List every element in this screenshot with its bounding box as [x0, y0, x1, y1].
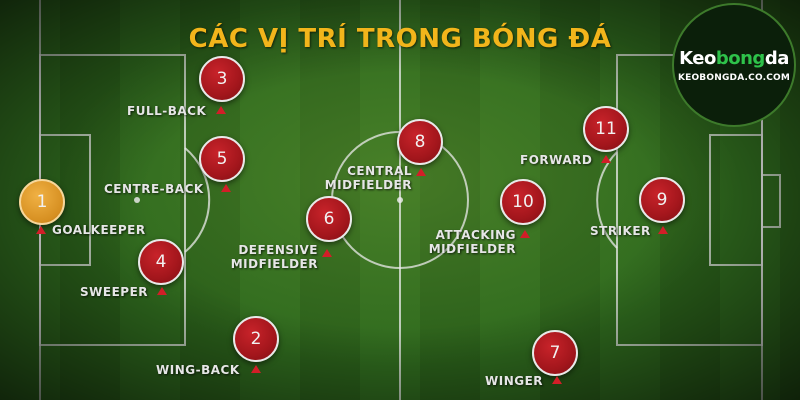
position-marker-8 [416, 168, 426, 176]
position-label-defensive-midfielder: DEFENSIVE MIDFIELDER [222, 243, 318, 271]
label-line-1: DEFENSIVE [238, 243, 318, 257]
position-badge-8: 8 [397, 119, 443, 165]
position-label-winger: WINGER [485, 374, 544, 388]
position-marker-1 [36, 226, 46, 234]
position-label-sweeper: SWEEPER [80, 285, 149, 299]
position-badge-6: 6 [306, 196, 352, 242]
right-goal [761, 174, 781, 228]
position-marker-6 [322, 249, 332, 257]
position-badge-4: 4 [138, 239, 184, 285]
position-marker-4 [157, 287, 167, 295]
position-badge-7: 7 [532, 330, 578, 376]
logo-domain: KEOBONGDA.CO.COM [677, 72, 791, 83]
position-label-goalkeeper: GOALKEEPER [52, 223, 146, 237]
label-line-1: CENTRAL [347, 164, 412, 178]
position-badge-11: 11 [583, 106, 629, 152]
position-badge-9: 9 [639, 177, 685, 223]
position-label-attacking-midfielder: ATTACKING MIDFIELDER [418, 228, 516, 256]
position-marker-9 [658, 226, 668, 234]
position-badge-3: 3 [199, 56, 245, 102]
left-penalty-spot [134, 197, 140, 203]
logo-wordmark: Keobongda [679, 47, 789, 69]
position-label-full-back: FULL-BACK [127, 104, 207, 118]
position-badge-2: 2 [233, 316, 279, 362]
position-label-centre-back: CENTRE-BACK [104, 182, 204, 196]
position-marker-10 [520, 230, 530, 238]
label-line-2: MIDFIELDER [428, 242, 516, 256]
position-marker-2 [251, 365, 261, 373]
position-label-forward: FORWARD [520, 153, 593, 167]
center-spot [397, 197, 403, 203]
position-marker-5 [221, 184, 231, 192]
position-badge-1: 1 [19, 179, 65, 225]
position-badge-10: 10 [500, 179, 546, 225]
position-label-wing-back: WING-BACK [156, 363, 240, 377]
label-line-2: MIDFIELDER [230, 257, 318, 271]
position-marker-7 [552, 376, 562, 384]
page-title: CÁC VỊ TRÍ TRONG BÓNG ĐÁ [188, 24, 612, 54]
label-line-2: MIDFIELDER [324, 178, 412, 192]
position-label-striker: STRIKER [590, 224, 651, 238]
label-line-1: ATTACKING [435, 228, 516, 242]
position-marker-11 [601, 155, 611, 163]
brand-logo: Keobongda KEOBONGDA.CO.COM [672, 3, 796, 127]
position-marker-3 [216, 106, 226, 114]
position-badge-5: 5 [199, 136, 245, 182]
right-goal-area [709, 134, 763, 266]
position-label-central-midfielder: CENTRAL MIDFIELDER [314, 164, 412, 192]
